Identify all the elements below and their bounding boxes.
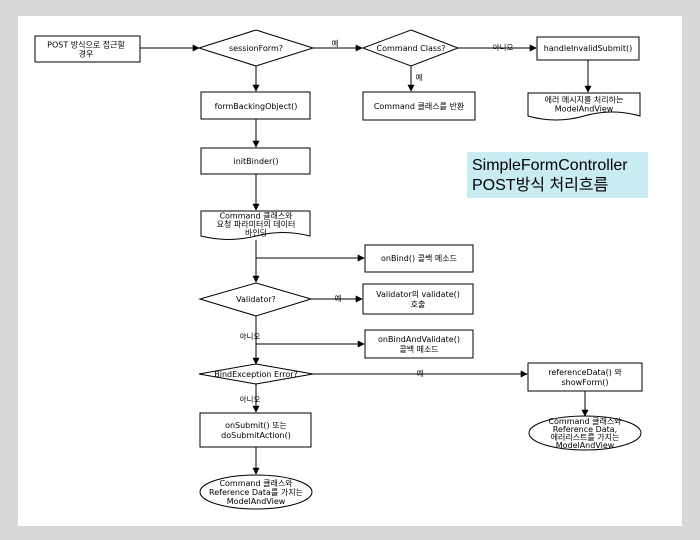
node-label-line: Command 클래스와 (548, 416, 622, 426)
node-label-line: sessionForm? (229, 44, 283, 53)
command-class-label: Command Class? (377, 44, 446, 53)
node-label-line: Command Class? (377, 44, 446, 53)
connectors (140, 44, 592, 475)
edge-label-class-no: 아니오 (493, 42, 514, 52)
edge-label-session-yes: 예 (332, 38, 339, 48)
session-form-label: sessionForm? (229, 44, 283, 53)
node-label-line: showForm() (561, 378, 608, 387)
init-binder-label: initBinder() (234, 157, 279, 166)
error-mav-doc (527, 92, 641, 121)
command-class-decision (361, 29, 460, 67)
node-label-line: Reference Data, (553, 425, 617, 434)
node-label-line: Validator? (236, 295, 276, 304)
on-bind-label: onBind() 콜백 메소드 (381, 253, 457, 263)
form-backing-label: formBackingObject() (215, 102, 298, 111)
bind-error-label: BindException Error? (214, 370, 298, 379)
node-label-line: 요청 파라미터의 데이터 (217, 219, 296, 229)
on-bind-box (364, 244, 474, 273)
node-label-line: 경우 (79, 49, 94, 59)
node-label-line: 콜백 메소드 (399, 344, 438, 354)
title-line-1: SimpleFormController (472, 157, 628, 174)
edge-label-error-no: 아니오 (240, 394, 261, 404)
node-label-line: BindException Error? (214, 370, 298, 379)
node-label-line: ModelAndView (556, 441, 615, 450)
diagram-title-box: SimpleFormController POST방식 처리흐름 (467, 152, 648, 198)
validate-call-box (362, 283, 474, 315)
edge-label-error-yes: 예 (417, 368, 424, 378)
init-binder-box (200, 147, 311, 175)
edge-label-validator-yes: 예 (335, 293, 342, 303)
node-label-line: ModelAndView (555, 105, 614, 114)
session-form-decision (197, 29, 315, 67)
handle-invalid-label: handleInvalidSubmit() (544, 44, 632, 53)
handle-invalid-box (536, 36, 640, 61)
node-label-line: referenceData() 와 (548, 367, 622, 377)
node-label-line: doSubmitAction() (221, 431, 291, 440)
command-return-label: Command 클래스를 반환 (374, 101, 465, 111)
title-line-2: POST방식 처리흐름 (472, 177, 609, 194)
bind-data-doc (200, 210, 311, 240)
node-label-line: handleInvalidSubmit() (544, 44, 632, 53)
node-label-line: formBackingObject() (215, 102, 298, 111)
edge-label-class-yes: 예 (416, 72, 423, 82)
start-box (34, 35, 141, 63)
node-label-line: onBindAndValidate() (378, 335, 460, 344)
node-label-line: 바인딩 (245, 228, 267, 238)
reference-data-box (527, 362, 643, 392)
form-backing-box (200, 91, 311, 120)
node-label-line: onSubmit() 또는 (225, 421, 287, 430)
node-label-line: 에러 메시지를 처리하는 (545, 95, 624, 105)
node-label-line: POST 방식으로 접근할 (47, 40, 125, 50)
validate-call-label: Validator의 validate()호출 (376, 289, 460, 309)
command-return-box (362, 91, 476, 121)
validator-decision (198, 282, 313, 317)
node-label-line: Command 클래스와 (219, 211, 293, 221)
node-label-line: onBind() 콜백 메소드 (381, 253, 457, 263)
node-label-line: 에러리스트를 가지는 (551, 433, 620, 442)
node-label-line: Command 클래스를 반환 (374, 101, 465, 111)
success-mav-terminal (199, 474, 313, 510)
bind-error-decision (198, 363, 314, 385)
validator-label: Validator? (236, 295, 276, 304)
node-label-line: ModelAndView (227, 497, 286, 506)
form-mav-terminal (528, 415, 642, 451)
on-bind-validate-box (364, 329, 474, 359)
node-label-line: Command 클래스와 (219, 478, 293, 488)
on-submit-box (199, 412, 312, 448)
node-label-line: 호출 (411, 299, 426, 309)
node-label-line: initBinder() (234, 157, 279, 166)
on-bind-validate-label: onBindAndValidate()콜백 메소드 (378, 335, 460, 354)
node-label-line: Reference Data를 가지는 (209, 488, 303, 497)
edge-label-validator-no: 아니오 (240, 331, 261, 341)
node-label-line: Validator의 validate() (376, 289, 460, 299)
